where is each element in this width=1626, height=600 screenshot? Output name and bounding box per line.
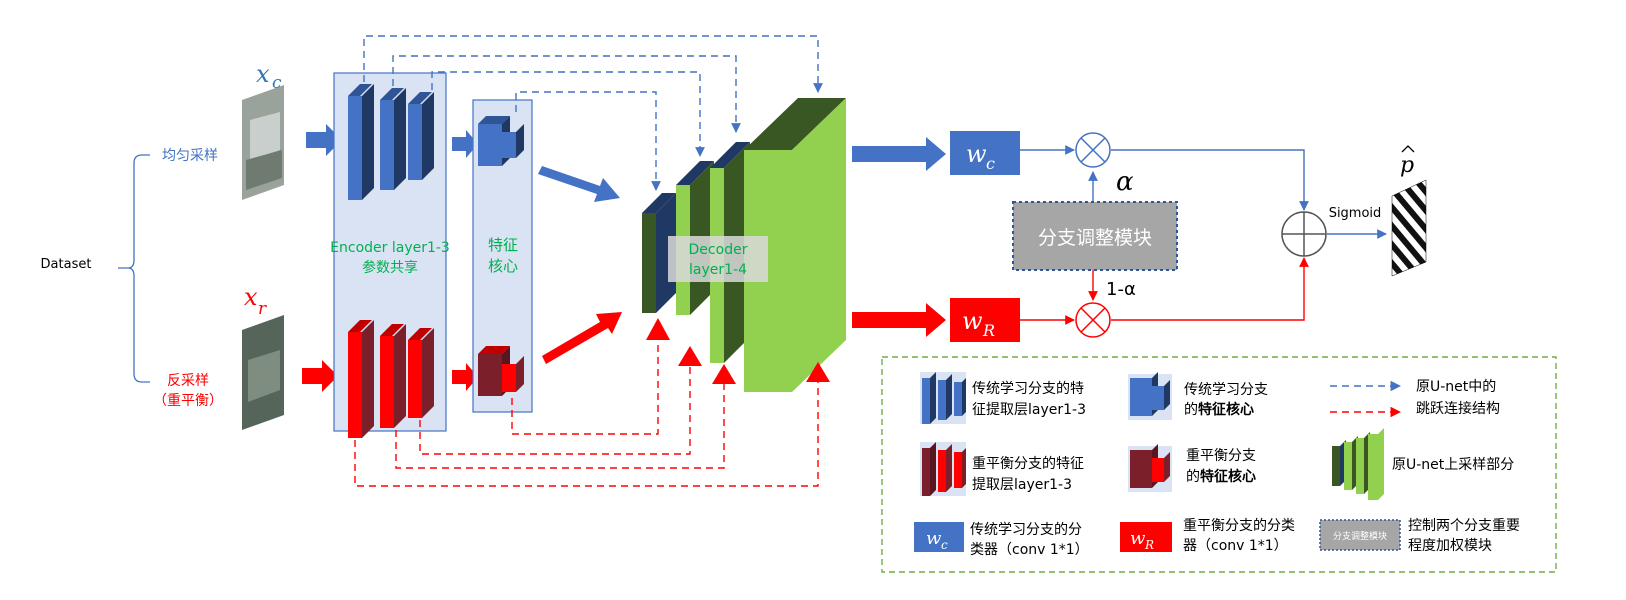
wc-classifier bbox=[950, 131, 1020, 175]
branch-rebalance-label: 反采样 bbox=[167, 373, 209, 389]
legend-blue-core-icon bbox=[1128, 372, 1172, 420]
branch-adjust-module bbox=[1012, 201, 1178, 271]
legend-wr-symbol: w bbox=[1130, 528, 1146, 549]
multiply-node-blue bbox=[1075, 132, 1111, 168]
decoder-sublabel: layer1-4 bbox=[689, 262, 747, 278]
skip-connections-blue bbox=[363, 35, 823, 191]
add-node bbox=[1281, 211, 1327, 257]
legend-wc-text-2: 类器（conv 1*1） bbox=[970, 542, 1089, 558]
legend-module-small-label: 分支调整模块 bbox=[1333, 530, 1387, 542]
feature-core-sublabel: 核心 bbox=[488, 257, 518, 275]
output-prediction-image bbox=[1391, 179, 1427, 277]
alpha-label: α bbox=[1116, 167, 1134, 197]
fusion-lines bbox=[1020, 145, 1387, 325]
legend-red-layers-text-2: 提取层layer1-3 bbox=[972, 477, 1072, 493]
legend-wr-icon bbox=[1120, 522, 1172, 552]
encoder-sublabel: 参数共享 bbox=[362, 259, 418, 276]
encoder-to-core-arrow-red bbox=[452, 363, 478, 391]
legend-module-text-2: 程度加权模块 bbox=[1408, 538, 1492, 554]
wc-subscript: c bbox=[986, 154, 995, 173]
legend-wc-icon bbox=[914, 522, 964, 552]
feature-core-label: 特征 bbox=[488, 236, 518, 254]
multiply-node-red bbox=[1075, 302, 1111, 338]
encoder-to-core-arrow-blue bbox=[452, 130, 478, 158]
input-c-symbol: x bbox=[256, 60, 270, 88]
legend-module-icon bbox=[1319, 519, 1401, 551]
encoder-label: Encoder layer1-3 bbox=[330, 240, 450, 256]
input-image-rebalance bbox=[242, 315, 284, 430]
input-arrow-rebalance bbox=[302, 360, 338, 392]
core-to-decoder-arrow-red bbox=[542, 312, 622, 364]
decoder-label: Decoder bbox=[689, 242, 748, 258]
branch-rebalance-sublabel: （重平衡） bbox=[153, 393, 223, 409]
legend-red-layers-icon bbox=[920, 442, 966, 496]
input-image-uniform bbox=[242, 85, 284, 200]
one-minus-alpha-label: 1-α bbox=[1106, 279, 1136, 300]
legend-red-layers-text: 重平衡分支的特征 bbox=[972, 456, 1084, 472]
legend-wc-text: 传统学习分支的分 bbox=[970, 522, 1082, 538]
legend-wr-text-2: 器（conv 1*1） bbox=[1183, 538, 1288, 554]
feature-core-blue bbox=[478, 116, 524, 166]
legend-blue-core-text-prefix: 的 bbox=[1184, 402, 1198, 418]
wr-subscript: R bbox=[982, 321, 995, 340]
legend-wc-symbol: w bbox=[926, 528, 942, 549]
legend-blue-layers-text: 传统学习分支的特 bbox=[972, 381, 1084, 397]
sigmoid-label: Sigmoid bbox=[1329, 206, 1382, 221]
decoder-label-box bbox=[668, 236, 768, 282]
core-to-decoder-arrow-blue bbox=[538, 166, 620, 202]
legend-skip-text-2: 跳跃连接结构 bbox=[1416, 400, 1500, 417]
decoder-red-input-arrows bbox=[646, 318, 830, 384]
decoder-to-wr-arrow bbox=[852, 303, 946, 337]
input-arrow-uniform bbox=[306, 124, 342, 156]
encoder-blue-layers bbox=[348, 84, 434, 200]
legend-module-text: 控制两个分支重要 bbox=[1408, 518, 1520, 534]
input-r-subscript: r bbox=[258, 299, 267, 319]
p-hat-symbol: p bbox=[1400, 153, 1414, 178]
legend-red-core-text: 重平衡分支 bbox=[1186, 448, 1256, 464]
legend-green-icon bbox=[1332, 428, 1384, 500]
legend-blue-layers-icon bbox=[920, 372, 966, 424]
legend-red-core-icon bbox=[1128, 444, 1172, 492]
legend-red-core-text-prefix: 的 bbox=[1186, 469, 1200, 485]
dataset-bracket bbox=[118, 154, 150, 383]
branch-adjust-module-label: 分支调整模块 bbox=[1038, 227, 1152, 249]
legend-wr-subscript: R bbox=[1144, 538, 1154, 552]
wr-classifier bbox=[950, 298, 1020, 342]
input-c-subscript: c bbox=[272, 73, 282, 93]
feature-core-red bbox=[478, 346, 524, 396]
legend-blue-layers-text-2: 征提取层layer1-3 bbox=[972, 402, 1086, 418]
branch-uniform-label: 均匀采样 bbox=[162, 148, 218, 164]
wr-symbol: w bbox=[962, 307, 983, 335]
skip-connections-red bbox=[354, 321, 823, 487]
legend-blue-core-text-2: 的特征核心 bbox=[1184, 401, 1254, 418]
hat-accent bbox=[1401, 145, 1415, 153]
wc-symbol: w bbox=[966, 140, 987, 168]
legend-red-core-text-bold: 特征核心 bbox=[1200, 468, 1256, 485]
legend-box bbox=[881, 356, 1557, 573]
legend-skip-text: 原U-net中的 bbox=[1416, 379, 1496, 395]
legend-green-text: 原U-net上采样部分 bbox=[1392, 457, 1514, 473]
decoder-to-wc-arrow bbox=[852, 137, 946, 171]
input-r-symbol: x bbox=[244, 283, 258, 311]
legend-blue-core-text: 传统学习分支 bbox=[1184, 382, 1268, 398]
legend-wc-subscript: c bbox=[941, 538, 948, 552]
legend-blue-core-text-bold: 特征核心 bbox=[1198, 401, 1254, 418]
encoder-red-layers bbox=[348, 320, 434, 438]
legend-wr-text: 重平衡分支的分类 bbox=[1183, 518, 1295, 534]
dataset-label: Dataset bbox=[41, 257, 92, 272]
legend-red-core-text-2: 的特征核心 bbox=[1186, 468, 1256, 485]
